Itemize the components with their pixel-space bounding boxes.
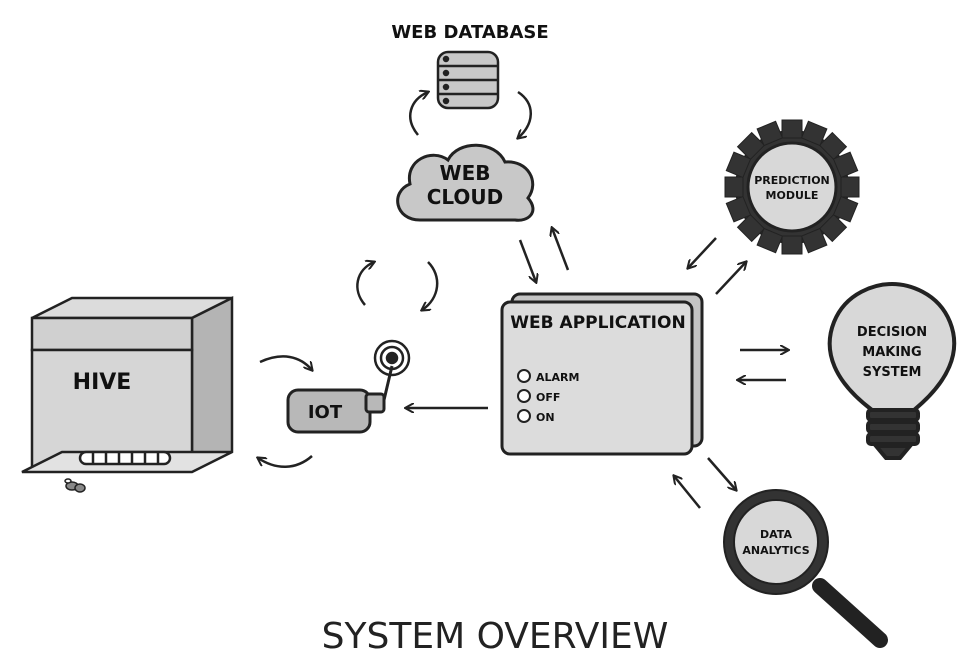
decision-making-label-line2: MAKING (862, 345, 921, 360)
diagram-title: SYSTEM OVERVIEW (322, 616, 669, 657)
cloud-to-iot-arrow (422, 261, 439, 310)
database-icon (436, 50, 500, 110)
iot-device-icon (286, 365, 394, 434)
indicator-light-on (517, 409, 531, 423)
prediction-to-webapp-arrow (688, 237, 717, 268)
web-cloud-label-line2: CLOUD (427, 185, 504, 209)
iot-label: IOT (308, 402, 343, 423)
lightbulb-icon (827, 281, 957, 460)
bee-icon (64, 478, 86, 493)
iot-to-cloud-arrow (356, 262, 374, 306)
indicator-label-alarm: ALARM (536, 371, 579, 384)
web-cloud-label-line1: WEB (440, 161, 491, 185)
cloud-to-database-arrow (409, 92, 428, 136)
iot-to-hive-arrow (258, 455, 313, 468)
decision-making-label-line3: SYSTEM (863, 365, 922, 380)
prediction-module-label-line2: MODULE (766, 189, 819, 202)
webapp-to-prediction-arrow (715, 262, 746, 295)
database-to-cloud-arrow (518, 90, 532, 138)
indicator-label-on: ON (536, 411, 555, 424)
hive-to-iot-arrow (259, 355, 312, 370)
cloud-to-webapp-arrow (518, 239, 536, 282)
cloud-icon (396, 143, 535, 222)
hive-icon (21, 295, 234, 474)
wifi-signal-icon (373, 339, 411, 377)
indicator-label-off: OFF (536, 391, 560, 404)
hive-label: HIVE (73, 370, 132, 395)
web-application-title: WEB APPLICATION (510, 313, 685, 333)
indicator-light-alarm (517, 369, 531, 383)
decision-making-label-line1: DECISION (857, 325, 927, 340)
analytics-to-webapp-arrow (674, 476, 701, 509)
gear-icon (724, 119, 860, 255)
indicator-light-off (517, 389, 531, 403)
data-analytics-label-line2: ANALYTICS (742, 544, 809, 557)
prediction-module-label-line1: PREDICTION (754, 174, 830, 187)
webapp-to-cloud-arrow (552, 228, 570, 271)
webapp-to-analytics-arrow (707, 457, 736, 490)
data-analytics-label-line1: DATA (760, 528, 792, 541)
web-database-label: WEB DATABASE (391, 22, 548, 43)
magnifier-icon (723, 489, 888, 648)
web-application-panel (500, 292, 704, 456)
